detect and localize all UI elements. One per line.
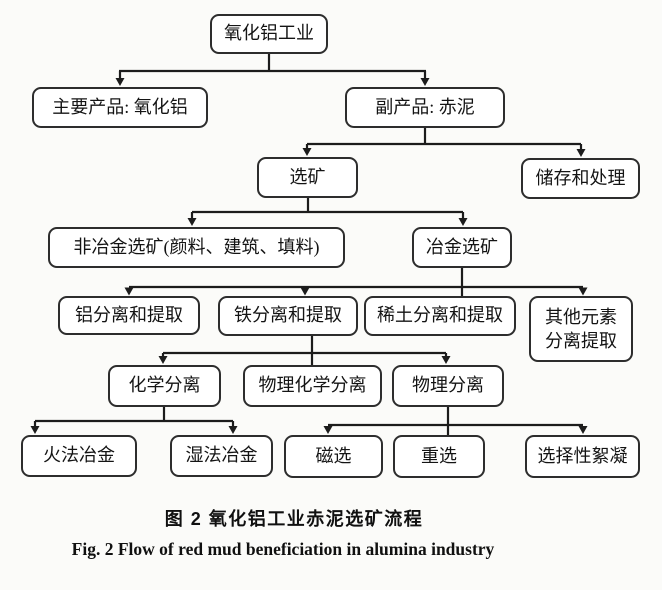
node-physicochemical-separation: 物理化学分离 bbox=[243, 365, 382, 407]
node-other-elements-separation-extraction: 其他元素 分离提取 bbox=[529, 296, 633, 362]
node-byproduct-red-mud: 副产品: 赤泥 bbox=[345, 87, 505, 128]
node-other-elements-line-1: 其他元素 bbox=[545, 306, 617, 327]
node-other-elements-line-2: 分离提取 bbox=[545, 331, 617, 351]
node-magnetic-separation: 磁选 bbox=[284, 435, 383, 478]
figure-caption-chinese: 图 2 氧化铝工业赤泥选矿流程 bbox=[164, 509, 424, 529]
connector-physical-to-methods bbox=[323, 407, 588, 435]
node-selective-flocculation: 选择性絮凝 bbox=[525, 435, 640, 478]
node-physical-separation: 物理分离 bbox=[392, 365, 504, 407]
node-metallurgical-beneficiation: 冶金选矿 bbox=[412, 227, 512, 268]
figure-caption-english: Fig. 2 Flow of red mud beneficiation in … bbox=[71, 539, 495, 559]
node-beneficiation: 选矿 bbox=[257, 157, 358, 198]
node-main-product-alumina: 主要产品: 氧化铝 bbox=[32, 87, 208, 128]
node-chemical-separation: 化学分离 bbox=[108, 365, 221, 407]
connector-byproduct-to-handling bbox=[302, 128, 586, 157]
node-aluminum-separation-extraction: 铝分离和提取 bbox=[58, 296, 200, 335]
connector-chemical-to-metallurgy bbox=[30, 407, 238, 434]
connector-iron-to-separations bbox=[158, 336, 451, 365]
connector-root-to-products bbox=[115, 54, 430, 86]
connector-metallurgical-to-extractions bbox=[124, 268, 588, 296]
node-non-metallurgical-beneficiation: 非冶金选矿(颜料、建筑、填料) bbox=[48, 227, 345, 268]
node-rare-earth-separation-extraction: 稀土分离和提取 bbox=[364, 296, 516, 336]
node-gravity-separation: 重选 bbox=[393, 435, 485, 478]
node-storage-and-treatment: 储存和处理 bbox=[521, 158, 640, 199]
node-iron-separation-extraction: 铁分离和提取 bbox=[218, 296, 358, 336]
node-alumina-industry: 氧化铝工业 bbox=[210, 14, 328, 54]
node-hydrometallurgy: 湿法冶金 bbox=[170, 435, 273, 477]
node-pyrometallurgy: 火法冶金 bbox=[21, 435, 137, 477]
connector-beneficiation-to-branches bbox=[187, 198, 468, 226]
